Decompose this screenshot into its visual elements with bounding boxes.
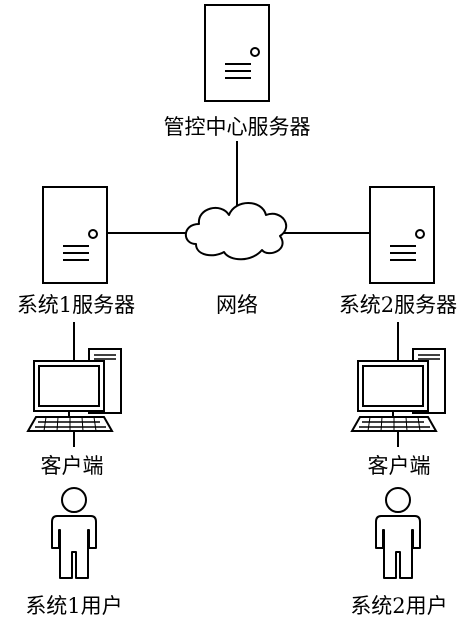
sys1-user-label: 系统1用户 xyxy=(25,594,123,618)
sys1-client-label: 客户端 xyxy=(40,454,104,478)
sys2-user-person-icon xyxy=(375,487,421,579)
sys1-server-icon xyxy=(42,186,108,284)
sys1-user-person-icon xyxy=(51,487,97,579)
sys2-client-computer-icon xyxy=(351,348,446,432)
network-label: 网络 xyxy=(216,293,258,317)
sys2-user-label: 系统2用户 xyxy=(350,594,448,618)
sys1-server-label: 系统1服务器 xyxy=(16,293,136,317)
sys2-server-icon xyxy=(369,186,435,284)
sys2-server-label: 系统2服务器 xyxy=(338,293,458,317)
control-server-icon xyxy=(204,4,270,102)
cloud-icon xyxy=(184,202,287,261)
control-server-label: 管控中心服务器 xyxy=(163,115,311,139)
sys2-client-label: 客户端 xyxy=(367,454,431,478)
sys1-client-computer-icon xyxy=(27,348,122,432)
